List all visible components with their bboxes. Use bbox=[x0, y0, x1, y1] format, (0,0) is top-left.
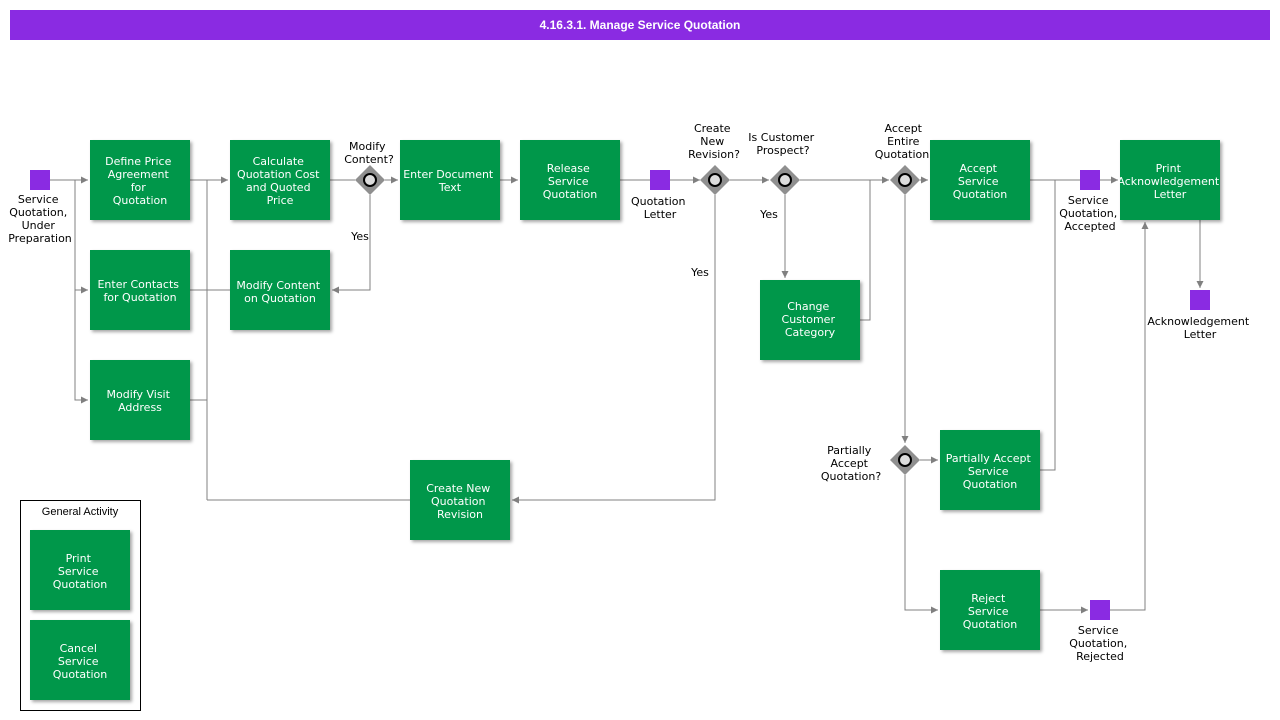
doc-rejected[interactable] bbox=[1090, 600, 1110, 620]
flow-partial-to-doc bbox=[1040, 180, 1056, 471]
doc-accepted[interactable] bbox=[1080, 170, 1100, 190]
doc-label-under-preparation: Service Quotation, Under Preparation bbox=[8, 193, 72, 245]
doc-quotation-letter[interactable] bbox=[650, 170, 670, 190]
doc-acknowledgement-letter[interactable] bbox=[1190, 290, 1210, 310]
gateway-label-partially-accept: Partially Accept Quotation? bbox=[821, 444, 881, 483]
svg-text:Print Acknowledgement: Print Acknowledgement Letter bbox=[1117, 162, 1222, 201]
doc-label-accepted: Service Quotation, Accepted bbox=[1059, 194, 1120, 233]
task-enter-document-text[interactable]: Enter Document Text bbox=[400, 140, 500, 220]
svg-text:Enter Document Text: Enter Document Text bbox=[403, 168, 497, 194]
task-calculate-cost[interactable]: Calculate Quotation Cost and Quoted Pric… bbox=[230, 140, 330, 220]
svg-text:Define Price Agreement: Define Price Agreement for Quotation bbox=[105, 155, 175, 207]
gateway-customer-prospect[interactable] bbox=[770, 165, 800, 195]
doc-under-preparation[interactable] bbox=[30, 170, 50, 190]
task-modify-visit-address[interactable]: Modify Visit Address bbox=[90, 360, 190, 440]
task-accept-quotation[interactable]: Accept Service Quotation bbox=[930, 140, 1030, 220]
edge-label-prospect-yes: Yes bbox=[759, 208, 778, 221]
svg-text:Enter Contacts for Quota: Enter Contacts for Quotation bbox=[97, 278, 182, 304]
svg-text:Create New Quotation: Create New Quotation Revision bbox=[426, 482, 494, 521]
svg-text:Accept Service Quo: Accept Service Quotation bbox=[953, 162, 1008, 201]
svg-text:Reject Service Quo: Reject Service Quotation bbox=[963, 592, 1018, 631]
gateway-accept-entire[interactable] bbox=[890, 165, 920, 195]
sequence-flows bbox=[50, 176, 1204, 614]
flow-gateway-yes-to-modify bbox=[332, 195, 371, 294]
svg-text:Print Service: Print Service Quotation bbox=[53, 552, 108, 591]
svg-text:Modify Visit Address: Modify Visit Address bbox=[107, 388, 174, 414]
flow-category-back bbox=[860, 180, 871, 321]
svg-text:Calculate Quotation Cost: Calculate Quotation Cost and Quoted Pric… bbox=[237, 155, 323, 207]
svg-text:Change Customer Ca: Change Customer Category bbox=[782, 300, 839, 339]
svg-text:Release Service Qu: Release Service Quotation bbox=[543, 162, 598, 201]
flow-to-modify-visit bbox=[74, 290, 88, 404]
task-enter-contacts[interactable]: Enter Contacts for Quotation bbox=[90, 250, 190, 330]
gateway-modify-content[interactable] bbox=[355, 165, 385, 195]
task-partially-accept[interactable]: Partially Accept Service Quotation bbox=[940, 430, 1040, 510]
flow-rejected-to-print bbox=[1110, 222, 1149, 611]
gateway-label-modify-content: Modify Content? bbox=[344, 140, 394, 166]
flow-revision-yes bbox=[512, 195, 716, 504]
gateway-partially-accept[interactable] bbox=[890, 445, 920, 475]
flow-to-enter-contacts bbox=[74, 180, 88, 294]
task-release-quotation[interactable]: Release Service Quotation bbox=[520, 140, 620, 220]
task-reject-quotation[interactable]: Reject Service Quotation bbox=[940, 570, 1040, 650]
gateway-create-revision[interactable] bbox=[700, 165, 730, 195]
legend-general-activity: General Activity Print Service Quotation… bbox=[20, 500, 141, 711]
legend-cancel-quotation[interactable]: Cancel Service Quotation bbox=[30, 620, 130, 700]
diagram-title: 4.16.3.1. Manage Service Quotation bbox=[10, 10, 1270, 40]
gateway-label-customer-prospect: Is Customer Prospect? bbox=[748, 131, 817, 157]
gateway-label-accept-entire: Accept Entire Quotation bbox=[875, 122, 930, 161]
svg-text:Partially Accept Service: Partially Accept Service Quotation bbox=[946, 452, 1035, 491]
legend-print-quotation[interactable]: Print Service Quotation bbox=[30, 530, 130, 610]
svg-text:Cancel Service: Cancel Service Quotation bbox=[53, 642, 108, 681]
task-change-customer-category[interactable]: Change Customer Category bbox=[760, 280, 860, 360]
svg-text:Modify Content on Quotat: Modify Content on Quotation bbox=[236, 279, 323, 305]
task-create-new-revision[interactable]: Create New Quotation Revision bbox=[410, 460, 510, 540]
doc-label-quotation-letter: Quotation Letter bbox=[631, 195, 689, 221]
legend-title: General Activity bbox=[42, 506, 119, 518]
edge-label-modify-yes: Yes bbox=[350, 230, 369, 243]
flow-to-reject bbox=[904, 475, 938, 614]
doc-label-acknowledgement: Acknowledgement Letter bbox=[1147, 315, 1252, 341]
task-define-price[interactable]: Define Price Agreement for Quotation bbox=[90, 140, 190, 220]
gateway-label-create-revision: Create New Revision? bbox=[688, 122, 740, 161]
task-modify-content[interactable]: Modify Content on Quotation bbox=[230, 250, 330, 330]
edge-label-revision-yes: Yes bbox=[690, 266, 709, 279]
task-print-acknowledgement[interactable]: Print Acknowledgement Letter bbox=[1117, 140, 1222, 220]
doc-label-rejected: Service Quotation, Rejected bbox=[1069, 624, 1130, 663]
